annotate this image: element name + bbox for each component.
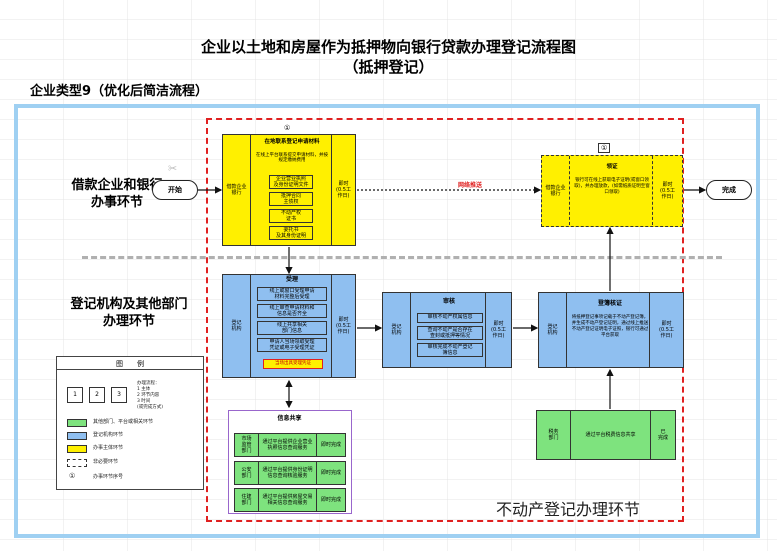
share-row: 市场 监管 部门 通过平台提供企业营业 执照信息查询服务 即时完成 — [234, 433, 346, 457]
start-node: 开始 — [152, 180, 198, 200]
review-node: 登记 机构 即时 (0.5工 作日) 审核 审核不动产权属信息 查询不动产是否存… — [382, 292, 512, 368]
accept-note: 当场出具受理凭证 — [263, 359, 323, 369]
share-row: 住建 部门 通过平台提供房屋交易 相关信息查询服务 即时完成 — [234, 488, 346, 512]
legend-text: 办事环节序号 — [93, 474, 124, 480]
legend-num-box: 3 — [111, 387, 127, 403]
legend-num-box: 2 — [89, 387, 105, 403]
share-dept: 住建 部门 — [235, 489, 259, 511]
enterprise-type-label: 企业类型9（优化后简洁流程） — [30, 84, 209, 99]
page-subtitle: （抵押登记） — [343, 58, 434, 76]
register-actor: 登记 机构 — [539, 293, 567, 367]
share-service: 通过平台提供房屋交易 相关信息查询服务 — [259, 489, 317, 511]
legend-text: 办事主体环节 — [93, 445, 124, 451]
legend-swatch-yellow — [67, 445, 87, 453]
apply-item: 企业营业执照 及身份证明文件 — [269, 175, 313, 189]
tax-node: 税务 部门 通过平台税费信息共享 已 完成 — [536, 410, 676, 460]
apply-desc: 在线上平台联系提交申请材料，并按规定缴纳费用 — [256, 153, 328, 163]
share-title: 信息共享 — [277, 415, 302, 422]
review-actor: 登记 机构 — [383, 293, 411, 367]
share-status: 即时完成 — [320, 470, 341, 476]
page-title: 企业以土地和房屋作为抵押物向银行贷款办理登记流程图 — [200, 38, 576, 56]
certificate-desc: 银行可在线上获取电子证明(或窗口领取)，并办理放款，(如需纸质证明至窗口领取) — [574, 178, 650, 195]
end-node: 完成 — [706, 180, 752, 200]
accept-actor: 登记 机构 — [223, 275, 251, 377]
apply-item: 抵押合同 主债权 — [269, 192, 313, 206]
legend-title: 图 例 — [116, 360, 144, 368]
share-dept: 市场 监管 部门 — [235, 434, 259, 456]
share-status: 即时完成 — [320, 442, 341, 448]
accept-time: 即时 (0.5工 作日) — [331, 275, 355, 377]
review-time: 即时 (0.5工 作日) — [485, 293, 511, 367]
review-item: 审核不动产权属信息 — [417, 313, 483, 323]
tax-status: 已 完成 — [657, 429, 668, 441]
outer-frame — [14, 104, 760, 538]
accept-item: 申请人当场领取受理 凭证或电子受理凭证 — [257, 338, 327, 352]
certificate-actor: 借款企业 银行 — [542, 156, 570, 225]
legend-num-box: 1 — [67, 387, 83, 403]
review-title: 审核 — [442, 298, 455, 305]
register-node: 登记 机构 即时 (0.5工 作日) 登簿核证 将抵押登记事项记载于不动产登记簿… — [538, 292, 684, 368]
share-service: 通过平台提供身份证明 信息查询核验服务 — [259, 462, 317, 484]
review-item: 审核完成不动产登记 簿信息 — [417, 343, 483, 357]
tax-desc: 通过平台税费信息共享 — [571, 411, 651, 459]
apply-title: 在地联系登记申请材料 — [264, 139, 320, 145]
legend-text: 登记机构环节 — [93, 432, 124, 438]
share-row: 公安 部门 通过平台提供身份证明 信息查询核验服务 即时完成 — [234, 461, 346, 485]
legend-text: 其他部门、平台或相关环节 — [93, 419, 154, 425]
legend-num-desc: 办理流程： 1 主体 2 环节内容 3 时间 (或完成方式) — [137, 381, 164, 410]
legend-text: 非必要环节 — [93, 459, 119, 465]
register-time: 即时 (0.5工 作日) — [649, 293, 683, 367]
step-number-2: ① — [598, 143, 611, 153]
edge-label-online: 网络推送 — [458, 182, 483, 189]
region-label: 不动产登记办理环节 — [496, 500, 641, 519]
apply-actor: 借款企业 银行 — [223, 135, 251, 245]
legend-circle-icon: ① — [69, 472, 76, 480]
legend-swatch-green — [67, 419, 87, 427]
accept-item: 线上审查申请材料和 信息是否齐全 — [257, 304, 327, 318]
apply-item: 委托书 及其身份证明 — [269, 226, 313, 240]
accept-title: 受理 — [285, 276, 298, 283]
accept-item: 线上共享相关 部门信息 — [257, 321, 327, 335]
certificate-title: 领证 — [606, 164, 618, 170]
lane-label-registry: 登记机构及其他部门 办理环节 — [70, 297, 188, 329]
apply-time: 即时 (0.5工 作日) — [331, 135, 355, 245]
legend-swatch-dashed — [67, 459, 87, 467]
apply-item: 不动产权 证书 — [269, 209, 313, 223]
lane-divider — [82, 256, 722, 259]
share-node: 信息共享 市场 监管 部门 通过平台提供企业营业 执照信息查询服务 即时完成 公… — [228, 410, 352, 514]
apply-node: 借款企业 银行 即时 (0.5工 作日) 在地联系登记申请材料 在线上平台联系提… — [222, 134, 356, 246]
tax-dept: 税务 部门 — [537, 411, 571, 459]
share-status: 即时完成 — [320, 497, 341, 503]
review-item: 查询不动产是否存在 查封或抵押等情况 — [417, 326, 483, 340]
legend: 图 例 1 2 3 办理流程： 1 主体 2 环节内容 3 时间 (或完成方式)… — [56, 356, 204, 490]
certificate-time: 即时 (0.5工 作日) — [652, 156, 682, 225]
accept-item: 线上或窗口受理申请 材料完整后受理 — [257, 287, 327, 301]
step-number-1: ① — [284, 124, 291, 132]
share-dept: 公安 部门 — [235, 462, 259, 484]
register-desc: 将抵押登记事项记载于不动产登记簿，并生成不动产登记证明，通过线上推送不动产登记证… — [571, 315, 649, 338]
share-service: 通过平台提供企业营业 执照信息查询服务 — [259, 434, 317, 456]
legend-divider — [57, 369, 203, 370]
accept-node: 登记 机构 即时 (0.5工 作日) 受理 线上或窗口受理申请 材料完整后受理 … — [222, 274, 356, 378]
lane-label-applicant: 借款企业和银行 办事环节 — [71, 178, 163, 210]
certificate-node: 借款企业 银行 即时 (0.5工 作日) 领证 银行可在线上获取电子证明(或窗口… — [541, 155, 683, 227]
register-title: 登簿核证 — [597, 300, 622, 307]
legend-swatch-blue — [67, 432, 87, 440]
